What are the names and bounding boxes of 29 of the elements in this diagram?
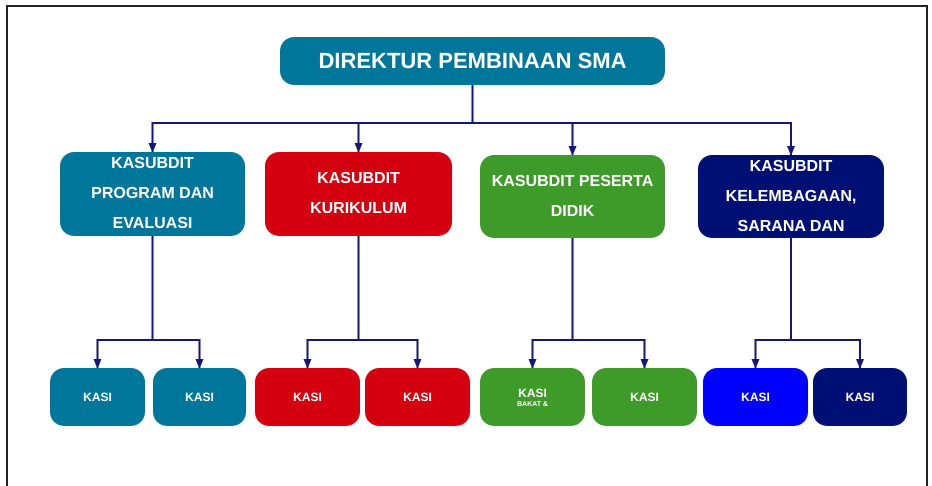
node-title: KASI: [83, 390, 112, 404]
node-title: KASI: [518, 386, 547, 401]
org-box: [280, 37, 665, 85]
org-box: [480, 368, 585, 426]
org-box: [480, 155, 665, 238]
org-box: [265, 152, 452, 236]
node-title: DIREKTUR PEMBINAAN SMA: [318, 47, 626, 75]
org-box: [60, 152, 245, 236]
org-box: [592, 368, 697, 426]
connector-arrow: [152, 236, 204, 369]
org-box: [365, 368, 470, 426]
org-box: [698, 155, 884, 238]
node-title: KASI: [630, 390, 659, 404]
org-box: [50, 368, 145, 426]
org-box: [255, 368, 360, 426]
node-title: KASI: [741, 390, 770, 404]
connector-arrow: [572, 238, 648, 369]
node-title: KASUBDIT PESERTA DIDIK: [490, 172, 654, 222]
org-box: [813, 368, 907, 426]
node-title: KASUBDIT KURIKULUM: [309, 169, 408, 219]
node-title: KASUBDIT KELEMBAGAAN, SARANA DAN: [724, 156, 858, 236]
org-box: [153, 368, 246, 426]
node-title: KASI: [185, 390, 214, 404]
node-title: KASI: [403, 390, 432, 404]
node-title: KASI: [293, 390, 322, 404]
org-box: [703, 368, 808, 426]
node-title: KASUBDIT PROGRAM DAN EVALUASI: [90, 154, 215, 234]
connector-arrow: [472, 85, 795, 156]
node-title: KASI: [846, 390, 874, 404]
